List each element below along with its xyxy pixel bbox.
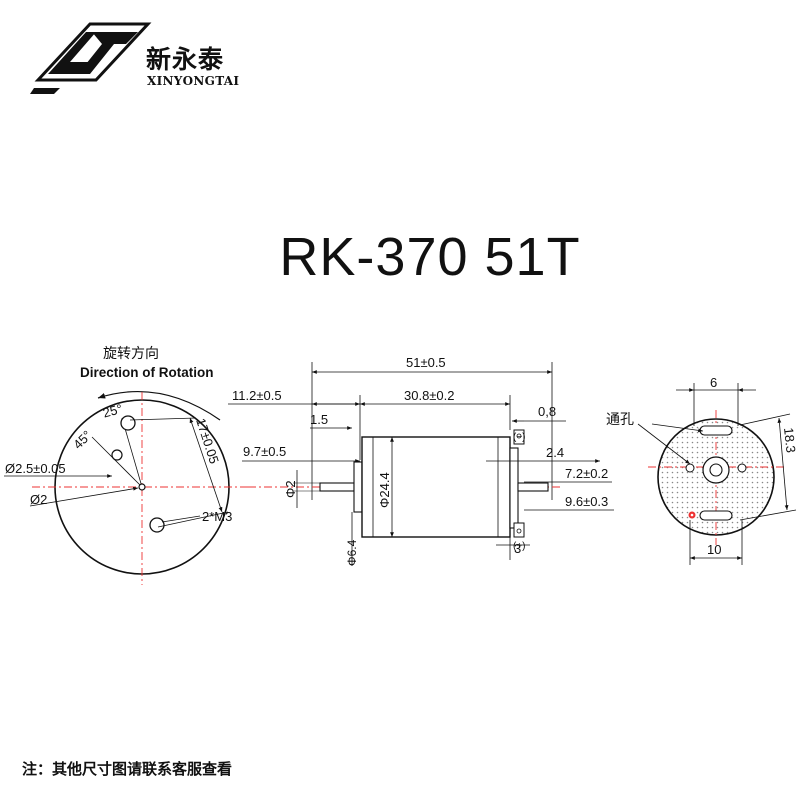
footer-note: 注：其他尺寸图请联系客服查看: [22, 760, 233, 778]
boss-diameter-label: Φ6.4: [345, 539, 359, 566]
model-title: RK-370 51T: [279, 227, 581, 287]
brand-name-en: XINYONGTAI: [147, 74, 240, 88]
terminal-thickness-label: 0,8: [538, 404, 556, 419]
bearing-boss: [353, 461, 363, 513]
rear-width-top-label: 6: [710, 375, 717, 390]
rear-vent-slot-bottom: [699, 510, 733, 521]
rear-cap: [509, 447, 519, 529]
shaft-length-label: 11.2±0.5: [232, 388, 282, 403]
rear-vent-hole-left: [685, 463, 695, 473]
dim-9-6-label: 9.6±0.3: [565, 494, 608, 509]
rotation-arrow: [97, 390, 221, 421]
overall-length-label: 51±0.5: [406, 355, 446, 370]
mounting-hole-bottom: [149, 517, 165, 533]
brand-name-cn: 新永泰: [146, 45, 225, 74]
terminal-minus-label: (−): [513, 432, 526, 443]
shaft-circle: [138, 483, 146, 491]
dim-1-5-label: 1.5: [310, 412, 328, 427]
rear-width-bottom-label: 10: [707, 542, 721, 557]
body-diameter-label: Φ24.4: [377, 472, 392, 508]
rotation-label-cn: 旋转方向: [103, 345, 159, 361]
rear-vent-slot-top: [699, 425, 733, 436]
front-view: 旋转方向 Direction of Rotation 45° 25° Ø2.5±…: [4, 345, 250, 585]
rear-view: 6 18.3 10 通孔: [606, 375, 799, 565]
screw-label: 2*M3: [202, 509, 232, 524]
vent-hole: [111, 449, 123, 461]
angle-25-label: 25°: [101, 401, 124, 421]
terminal-plus-label: (+): [513, 541, 526, 552]
side-shaft-diameter-label: Φ2: [283, 480, 298, 498]
vent-hole-label: 通孔: [606, 411, 634, 427]
hole-diameter-label: Ø2.5±0.05: [5, 461, 66, 476]
rotation-label-en: Direction of Rotation: [80, 365, 214, 380]
body-length-label: 30.8±0.2: [404, 388, 455, 403]
rear-vent-hole-right: [737, 463, 747, 473]
dim-2-4-label: 2.4: [546, 445, 564, 460]
xyt-logo-mark: [30, 22, 152, 94]
dim-7-2-label: 7.2±0.2: [565, 466, 608, 481]
motor-body: [361, 436, 511, 538]
mounting-hole-top: [120, 415, 136, 431]
bearing-length-label: 9.7±0.5: [243, 444, 286, 459]
shaft-front: [319, 482, 355, 492]
rear-boss-inner: [709, 463, 723, 477]
rear-height-label: 18.3: [781, 427, 799, 454]
shaft-rear: [517, 482, 549, 492]
dim-3-label: 3: [514, 541, 521, 556]
front-shaft-diameter-label: Ø2: [30, 492, 47, 507]
side-view: 51±0.5 11.2±0.5 30.8±0.2 1.5 9.7±0.5 Φ2: [228, 355, 614, 566]
